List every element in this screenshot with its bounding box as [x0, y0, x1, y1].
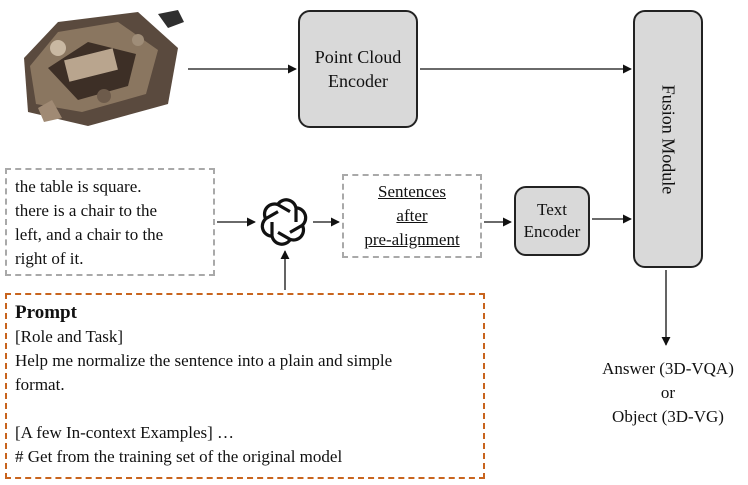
prompt-line: [15, 397, 475, 421]
output-line: Answer (3D-VQA): [602, 359, 734, 378]
prompt-line: # Get from the training set of the origi…: [15, 447, 343, 466]
aligned-line: pre-alignment: [364, 230, 460, 249]
fusion-module-box: Fusion Module: [633, 10, 703, 268]
point-cloud-encoder-box: Point Cloud Encoder: [298, 10, 418, 128]
prompt-line: format.: [15, 375, 65, 394]
output-label: Answer (3D-VQA) or Object (3D-VG): [583, 357, 748, 429]
aligned-sentences-box: Sentences after pre-alignment: [342, 174, 482, 258]
prompt-box: Prompt [Role and Task] Help me normalize…: [5, 293, 485, 479]
text-encoder-label: Text Encoder: [523, 200, 581, 241]
prompt-line: Help me normalize the sentence into a pl…: [15, 351, 393, 370]
input-line: right of it.: [15, 249, 84, 268]
aligned-line: Sentences: [378, 182, 446, 201]
prompt-line: [A few In-context Examples] …: [15, 423, 235, 442]
output-line: or: [660, 383, 676, 402]
output-line: Object (3D-VG): [612, 407, 724, 426]
fusion-module-label: Fusion Module: [658, 84, 679, 194]
prompt-line: [Role and Task]: [15, 327, 124, 346]
aligned-line: after: [396, 206, 428, 225]
point-cloud-encoder-label: Point Cloud Encoder: [314, 47, 402, 91]
prompt-title: Prompt: [15, 302, 77, 323]
input-line: there is a chair to the: [15, 201, 158, 220]
openai-knot-icon: [260, 198, 308, 246]
input-line: the table is square.: [15, 177, 142, 196]
input-line: left, and a chair to the: [15, 225, 164, 244]
text-encoder-box: Text Encoder: [514, 186, 590, 256]
point-cloud-image: [18, 8, 186, 128]
input-sentences-box: the table is square. there is a chair to…: [5, 168, 215, 276]
